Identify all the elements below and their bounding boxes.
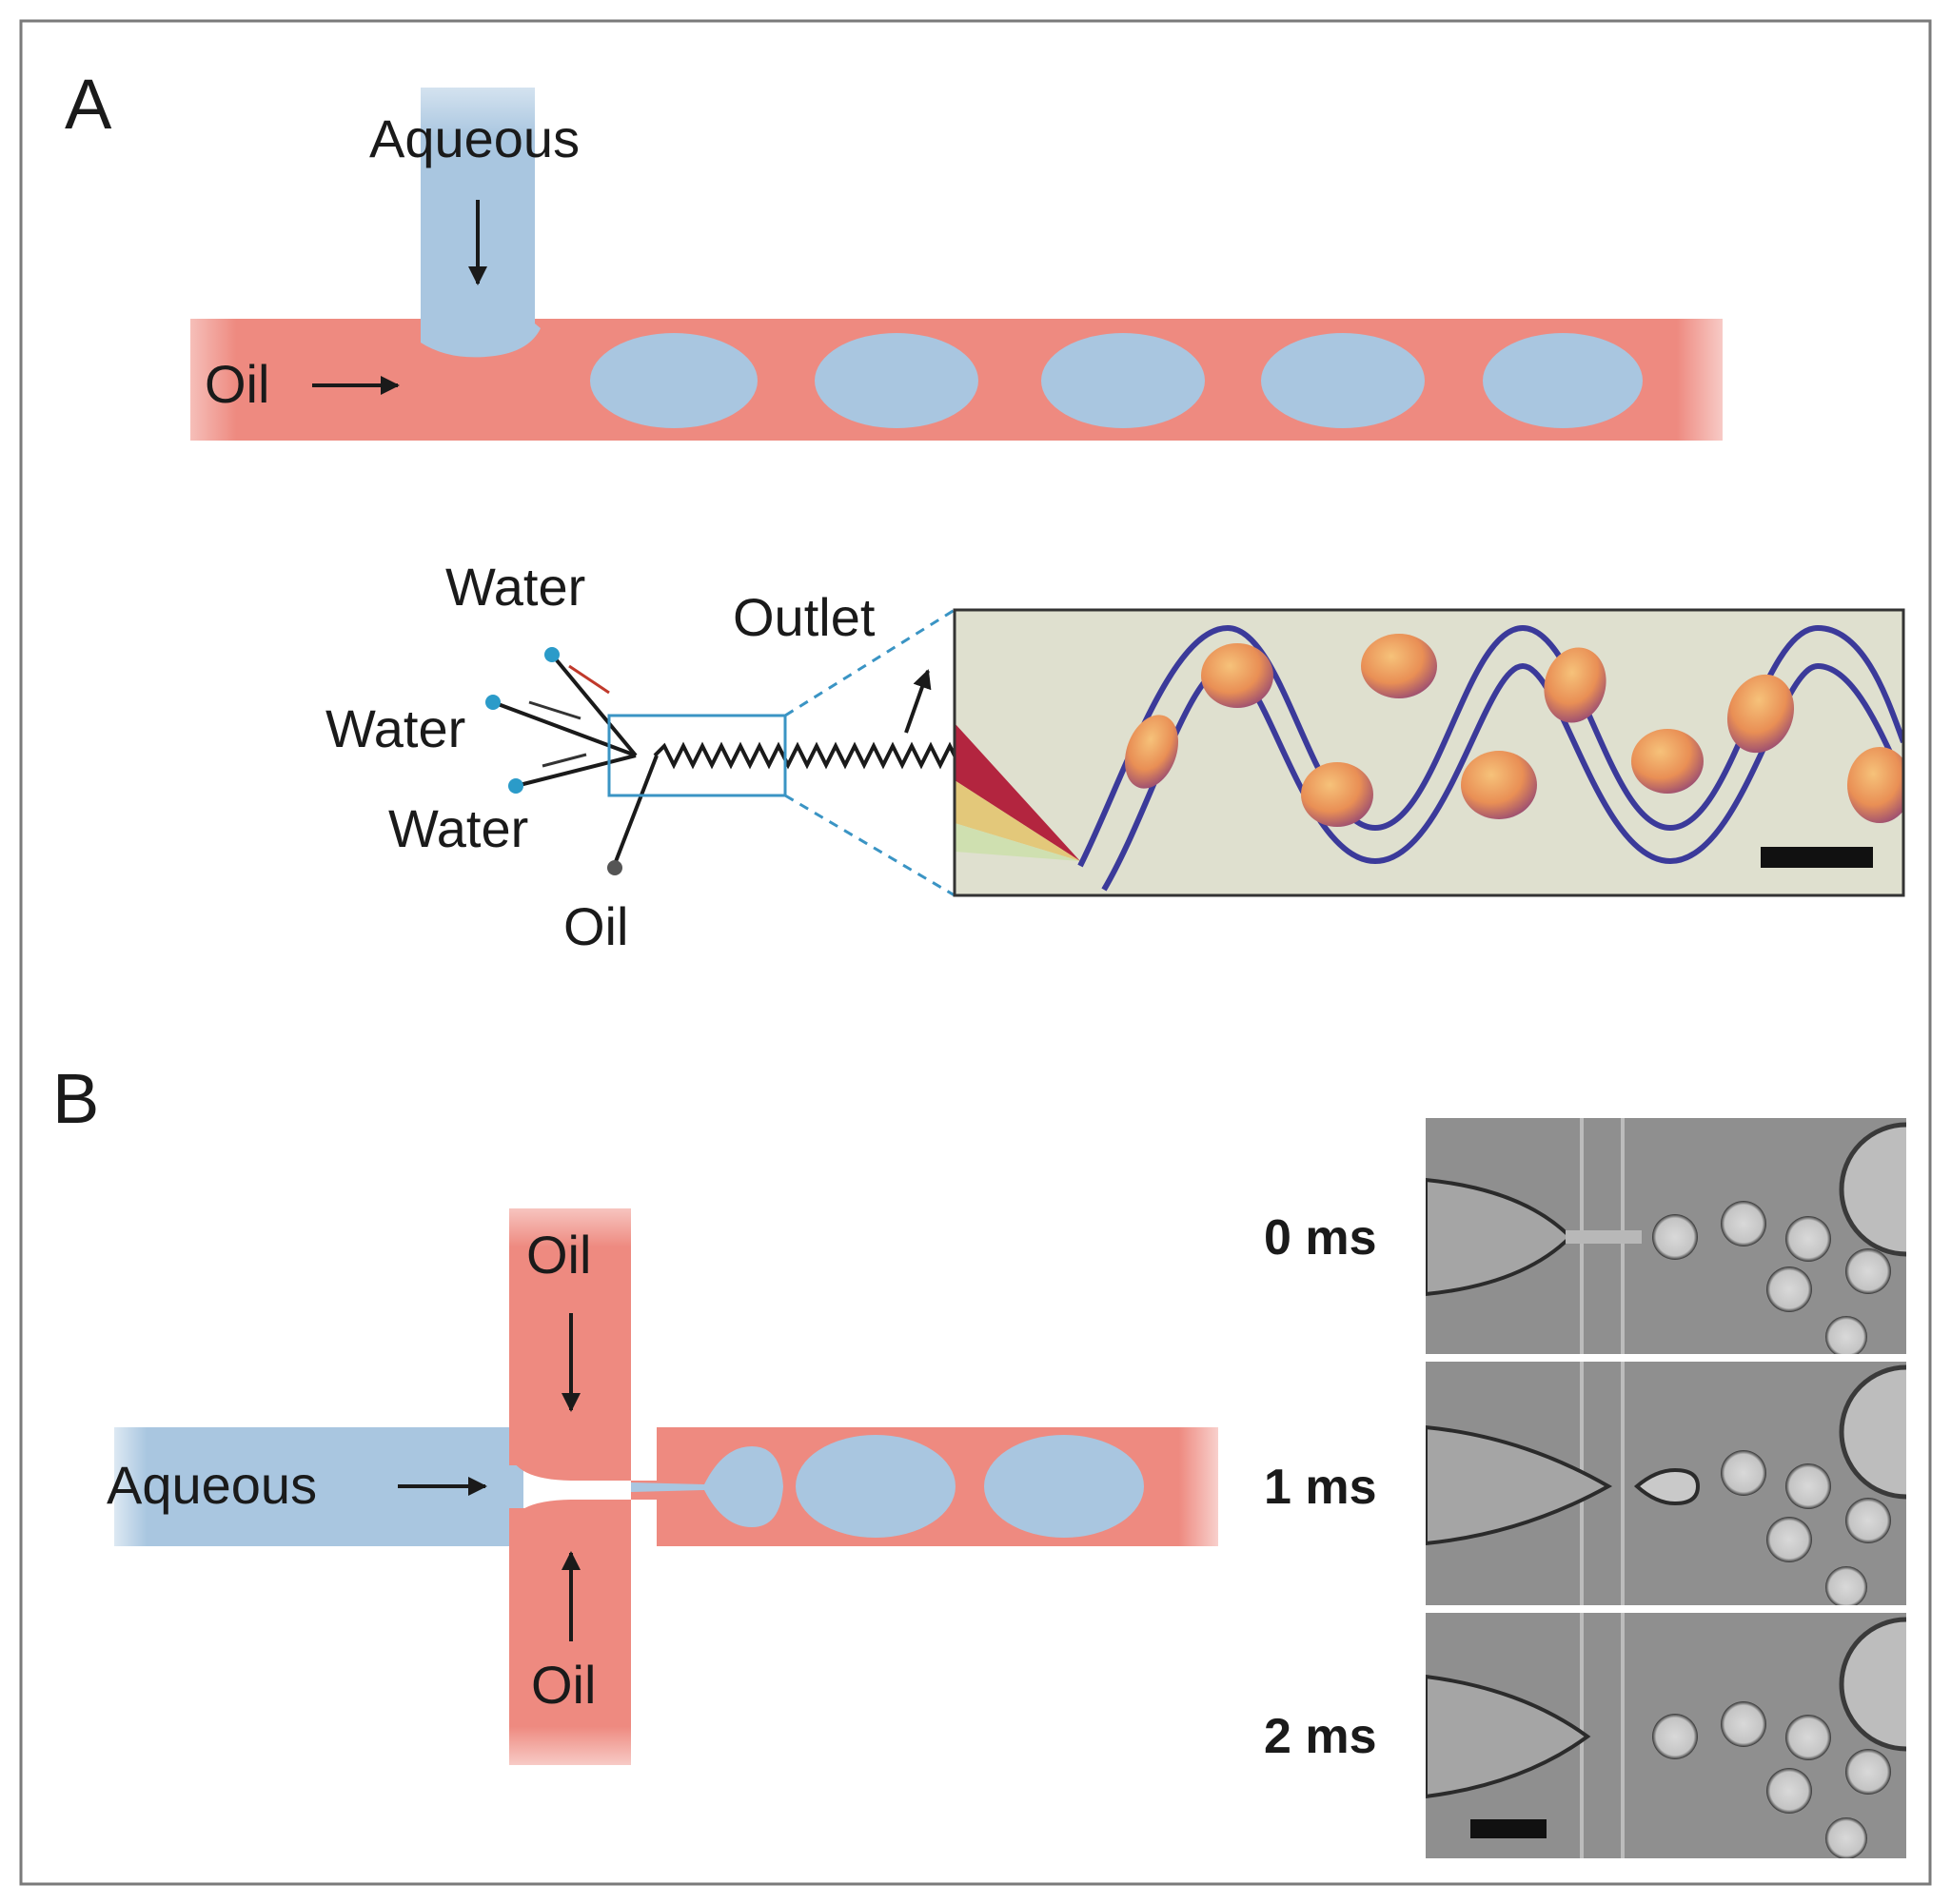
droplet: [1461, 751, 1537, 819]
oil-inlet-channel: [613, 755, 659, 865]
flow-arrow: [568, 664, 610, 695]
scale-bar: [1470, 1819, 1547, 1838]
inlet-streams: [955, 823, 1080, 861]
time-label-2: 2 ms: [1264, 1709, 1377, 1764]
inlet-port: [508, 778, 523, 794]
inlet-label-middle: Water: [325, 698, 465, 758]
droplet: [1201, 643, 1273, 708]
droplet: [815, 333, 978, 428]
oil-bottom-label: Oil: [531, 1655, 596, 1715]
inlet-port: [485, 695, 501, 710]
inlet-label-top: Water: [445, 557, 585, 617]
time-lapse-micrographs: 0 ms 1 ms 2 ms: [1264, 1118, 1906, 1858]
aqueous-label: Aqueous: [369, 108, 580, 168]
panel-a-letter: A: [65, 65, 112, 144]
serpentine-channel: [653, 736, 969, 771]
droplet: [1124, 715, 1179, 789]
flow-arrow: [542, 753, 587, 768]
inlet-label-bottom: Water: [388, 798, 528, 858]
necking-droplet: [631, 1446, 783, 1527]
forming-droplet: [421, 324, 541, 358]
droplet: [1261, 333, 1425, 428]
aqueous-label: Aqueous: [107, 1455, 317, 1515]
droplet: [984, 1435, 1144, 1538]
inlet-streams: [955, 780, 1080, 861]
droplet: [1631, 729, 1704, 794]
droplet: [590, 333, 758, 428]
chip-schematic: Water Water Water Oil Outlet: [325, 557, 969, 956]
inlet-port: [544, 647, 560, 662]
flow-arrow: [528, 700, 581, 720]
inlet-streams: [955, 723, 1080, 861]
oil-inlet-label: Oil: [563, 896, 628, 956]
zoom-box: [607, 714, 787, 797]
micrograph-frame-0: [1426, 1118, 1906, 1358]
panel-b: B Oil Aqueous Oil 0 ms 1 ms 2 ms: [52, 1059, 1906, 1858]
outlet-label: Outlet: [733, 587, 876, 647]
channel-wall: [1077, 624, 1903, 868]
inlet-channel: [550, 653, 638, 757]
oil-port: [607, 860, 622, 875]
oil-label: Oil: [205, 354, 269, 414]
droplet: [1041, 333, 1205, 428]
droplet: [1301, 762, 1373, 827]
outlet-arrow: [904, 669, 932, 734]
droplet: [1847, 747, 1903, 823]
oil-junction: [509, 1446, 657, 1532]
t-junction-schematic: Aqueous Oil: [190, 88, 1723, 441]
flow-focusing-schematic: Oil Aqueous Oil: [107, 1208, 1218, 1765]
droplet: [1726, 674, 1795, 754]
serpentine-micrograph: [953, 608, 1905, 897]
panel-b-letter: B: [52, 1059, 99, 1138]
time-label-1: 1 ms: [1264, 1460, 1377, 1515]
zoom-guide: [784, 794, 956, 897]
oil-top-label: Oil: [526, 1225, 591, 1285]
figure-frame: [19, 19, 1932, 1886]
droplet: [796, 1435, 956, 1538]
micrograph-frame-1: [1426, 1362, 1906, 1608]
scale-bar: [1761, 847, 1873, 868]
panel-a: A Aqueous Oil Water Water Water Oil Outl…: [65, 65, 1905, 956]
inlet-channel: [492, 700, 637, 757]
droplet: [1544, 647, 1606, 723]
droplet: [1483, 333, 1643, 428]
micrograph-frame-2: [1426, 1613, 1906, 1858]
inlet-channel: [515, 754, 637, 788]
droplet: [1361, 634, 1437, 698]
time-label-0: 0 ms: [1264, 1210, 1377, 1266]
